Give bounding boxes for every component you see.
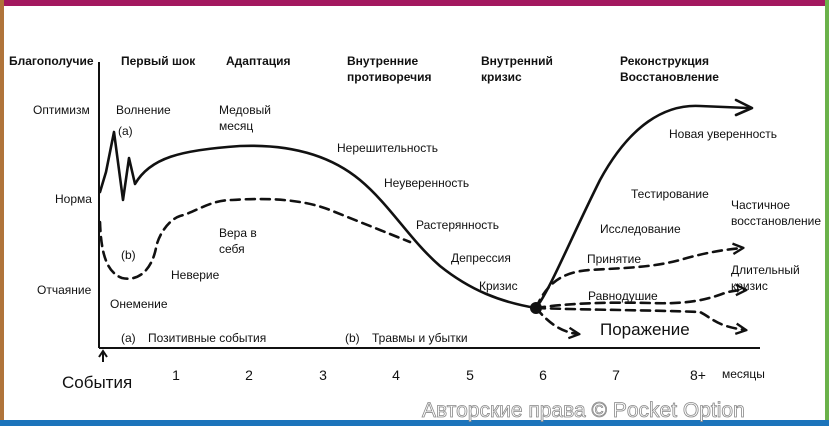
legend-a-marker: (a)	[121, 331, 136, 345]
stage-indecision: Нерешительность	[337, 141, 438, 155]
new-confidence-arrow-icon	[734, 98, 754, 117]
bottom-accent-bar	[0, 420, 829, 426]
x-tick-5: 5	[466, 367, 474, 383]
copyright-watermark: Авторские права © Pocket Option	[422, 399, 745, 422]
level-optimism: Оптимизм	[33, 103, 90, 117]
x-tick-3: 3	[319, 367, 327, 383]
stage-honeymoon-line2: месяц	[219, 119, 253, 133]
left-accent-bar	[0, 0, 4, 426]
stage-honeymoon-line1: Медовый	[219, 103, 271, 117]
legend-b-text: Травмы и убытки	[372, 331, 468, 345]
right-accent-bar	[825, 0, 829, 426]
legend-a-text: Позитивные события	[148, 331, 266, 345]
curve-trauma-losses	[98, 197, 412, 280]
stage-confusion: Растерянность	[416, 218, 499, 232]
stage-partial-recovery-line2: восстановление	[731, 214, 821, 228]
marker-b: (b)	[121, 248, 136, 262]
stage-long-crisis-line1: Длительный	[731, 263, 800, 277]
stage-crisis: Кризис	[479, 279, 518, 293]
stage-self-faith-line2: себя	[219, 242, 245, 256]
legend-b-marker: (b)	[345, 331, 360, 345]
stage-defeat: Поражение	[600, 320, 690, 339]
level-norm: Норма	[55, 192, 92, 206]
phase-inner-crisis-line2: кризис	[481, 70, 522, 84]
stage-indifference: Равнодушие	[588, 289, 658, 303]
top-accent-bar	[0, 0, 829, 6]
stage-depression: Депрессия	[451, 251, 511, 265]
branch-defeat-long	[534, 306, 745, 330]
phase-first-shock: Первый шок	[121, 54, 196, 68]
stage-new-confidence: Новая уверенность	[669, 127, 777, 141]
phase-inner-crisis-line1: Внутренний	[481, 54, 553, 68]
stage-insecurity: Неуверенность	[384, 176, 469, 190]
stage-excitement: Волнение	[116, 103, 171, 117]
stage-disbelief: Неверие	[171, 268, 220, 282]
branch-partial-recovery	[534, 248, 742, 310]
events-arrow-icon	[98, 349, 108, 362]
stage-exploration: Исследование	[600, 222, 681, 236]
branch-long-crisis	[534, 290, 745, 310]
x-axis-events-label: События	[62, 373, 132, 392]
phase-reconstruction-line2: Восстановление	[620, 70, 719, 84]
stage-acceptance: Принятие	[587, 252, 641, 266]
x-tick-2: 2	[245, 367, 253, 383]
x-axis-unit: месяцы	[722, 367, 765, 381]
x-tick-4: 4	[392, 367, 400, 383]
stage-testing: Тестирование	[631, 187, 709, 201]
x-tick-8plus: 8+	[690, 367, 706, 383]
x-tick-6: 6	[539, 367, 547, 383]
stage-numbness: Онемение	[110, 297, 168, 311]
phase-inner-contradictions-line2: противоречия	[347, 70, 431, 84]
stage-partial-recovery-line1: Частичное	[731, 198, 790, 212]
stage-self-faith-line1: Вера в	[219, 226, 257, 240]
axis-label-wellbeing: Благополучие	[9, 54, 94, 68]
curve-positive-events	[98, 104, 750, 310]
branch-defeat-short	[534, 306, 578, 334]
level-despair: Отчаяние	[37, 283, 92, 297]
phase-adaptation: Адаптация	[226, 54, 291, 68]
phase-reconstruction-line1: Реконструкция	[620, 54, 709, 68]
marker-a: (a)	[118, 124, 133, 138]
x-tick-1: 1	[172, 367, 180, 383]
x-tick-7: 7	[612, 367, 620, 383]
stage-long-crisis-line2: кризис	[731, 279, 768, 293]
phase-inner-contradictions-line1: Внутренние	[347, 54, 418, 68]
